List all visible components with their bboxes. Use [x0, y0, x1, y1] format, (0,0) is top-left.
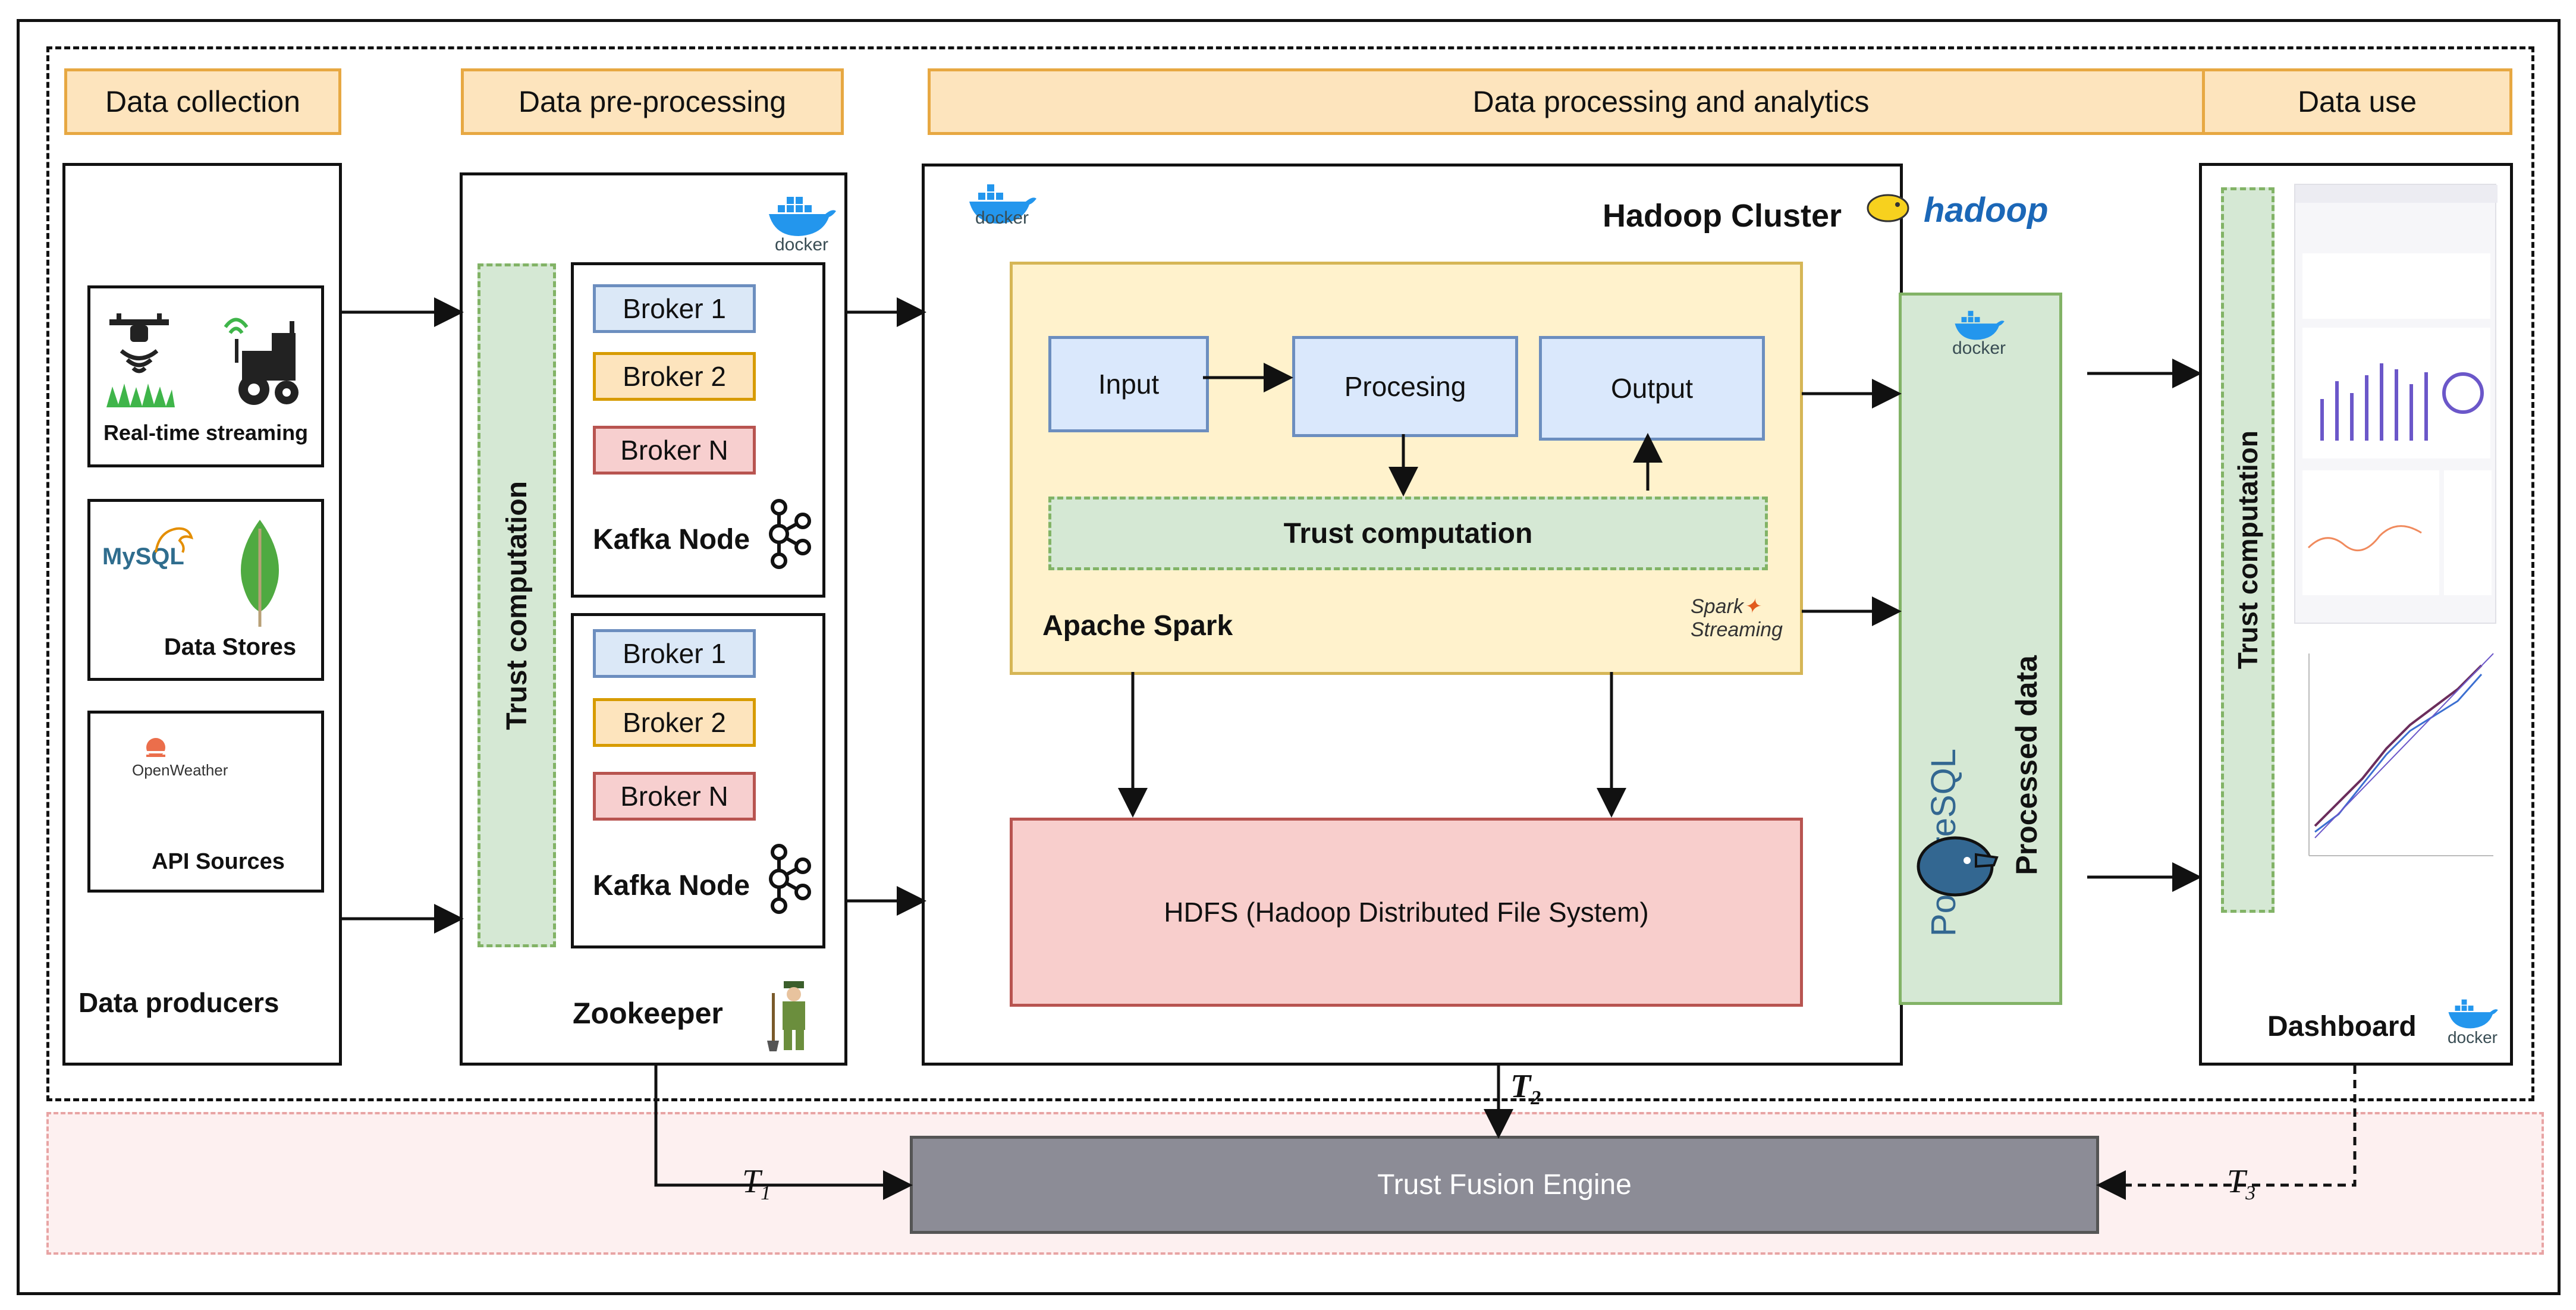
hadoop-cluster-title: Hadoop Cluster: [1603, 198, 1842, 234]
mongodb-leaf-icon: [241, 520, 279, 627]
outer-frame: [17, 19, 2561, 1295]
docker-label: docker: [975, 208, 1029, 228]
data-producers-panel: Real-time streaming MySQL Data Stores Op…: [62, 163, 342, 1066]
api-sources-label: API Sources: [152, 849, 285, 874]
realtime-streaming-label: Real-time streaming: [103, 420, 309, 445]
system-boundary: [46, 46, 2534, 1101]
kafka-node-2: Broker 1 Broker 2 Broker N Kafka Node: [571, 613, 825, 948]
hadoop-cluster-panel: docker Hadoop Cluster hadoop Input Proce…: [922, 164, 2048, 1066]
docker-icon: [969, 184, 1036, 224]
trust-computation-preprocessing: Trust computation: [477, 263, 556, 947]
input-node: Input: [1048, 336, 1209, 432]
data-stores-box: MySQL Data Stores: [87, 499, 324, 681]
kafka-node-1: Broker 1 Broker 2 Broker N Kafka Node: [571, 262, 825, 598]
trust-computation-datause: Trust computation: [2221, 187, 2275, 913]
output-node: Output: [1539, 336, 1765, 441]
spark-streaming-text: Streaming: [1691, 618, 1783, 641]
broker-2: Broker 2: [593, 698, 756, 747]
broker-n: Broker N: [593, 772, 756, 821]
kafka-icon: [769, 499, 811, 569]
t2-label: T2: [1510, 1067, 1541, 1110]
trust-computation-spark: Trust computation: [1048, 497, 1768, 570]
postgresql-elephant-icon: [1917, 836, 1999, 897]
tractor-icon: [224, 318, 299, 405]
thumb-line-chart-icon: [2307, 525, 2422, 551]
thumb-line-panel: [2302, 470, 2439, 595]
apache-spark-box: Input Procesing Output Trust computation…: [1010, 262, 1803, 675]
t2-sub: 2: [1531, 1087, 1541, 1110]
arrow-t1: [654, 1066, 913, 1200]
api-sources-box: OpenWeather API Sources: [87, 711, 324, 893]
t2-text: T: [1510, 1068, 1531, 1105]
dashboard-thumbnail: [2294, 184, 2498, 624]
docker-icon: [769, 197, 836, 236]
broker-1: Broker 1: [593, 629, 756, 678]
header-data-collection: Data collection: [64, 68, 341, 135]
t3-text: T: [2227, 1163, 2246, 1200]
data-use-panel: Trust computation: [2199, 163, 2513, 1066]
processed-data-box: docker PostgreSQL Processed data: [1899, 293, 2062, 1005]
dashboard-line-chart-icon: [2308, 653, 2494, 856]
t3-label: T3: [2227, 1163, 2255, 1205]
t3-sub: 3: [2245, 1182, 2256, 1205]
spark-logo-text: Spark: [1691, 595, 1743, 618]
drone-icon: [106, 313, 175, 407]
kafka-node-label: Kafka Node: [593, 524, 750, 555]
hadoop-elephant-icon: [1867, 194, 1909, 222]
docker-label: docker: [2447, 1028, 2498, 1047]
openweather-sun-icon: [144, 738, 168, 757]
zookeeper-icon: [767, 981, 805, 1051]
hdfs-box: HDFS (Hadoop Distributed File System): [1010, 818, 1803, 1007]
preprocessing-panel: docker Trust computation Broker 1 Broker…: [460, 172, 847, 1066]
thumb-list-panel: [2444, 470, 2492, 595]
docker-icon: [1955, 310, 2005, 340]
t1-label: T1: [742, 1163, 771, 1205]
docker-label: docker: [1952, 338, 2006, 358]
header-data-use: Data use: [2202, 68, 2512, 135]
header-data-preprocessing: Data pre-processing: [461, 68, 844, 135]
apache-spark-label: Apache Spark: [1042, 610, 1233, 642]
mysql-dolphin-icon: [155, 527, 194, 553]
processing-node: Procesing: [1292, 336, 1518, 437]
thumb-bar-chart-icon: [2320, 363, 2484, 441]
data-stores-label: Data Stores: [164, 634, 297, 660]
docker-label: docker: [774, 235, 829, 255]
spark-logo: Spark✦ Streaming: [1691, 595, 1783, 642]
data-producers-label: Data producers: [78, 987, 279, 1018]
arrow-t3: [2096, 1066, 2357, 1200]
broker-2: Broker 2: [593, 352, 756, 401]
hadoop-logo: hadoop: [1924, 191, 2049, 230]
openweather-logo: OpenWeather: [132, 761, 228, 779]
broker-1: Broker 1: [593, 284, 756, 333]
broker-n: Broker N: [593, 426, 756, 475]
zookeeper-label: Zookeeper: [573, 997, 723, 1030]
t1-sub: 1: [761, 1182, 771, 1205]
mysql-logo: MySQL: [102, 544, 184, 570]
thumb-bar-panel: [2302, 328, 2490, 458]
dashboard-label: Dashboard: [2267, 1011, 2417, 1042]
header-data-processing: Data processing and analytics: [928, 68, 2414, 135]
docker-icon: [2448, 999, 2498, 1029]
realtime-streaming-box: Real-time streaming: [87, 285, 324, 467]
thumb-header: [2295, 185, 2498, 203]
thumb-cards: [2302, 253, 2490, 319]
kafka-icon: [769, 844, 811, 914]
kafka-node-label: Kafka Node: [593, 870, 750, 901]
spark-star-icon: ✦: [1743, 595, 1761, 618]
t1-text: T: [742, 1163, 761, 1200]
